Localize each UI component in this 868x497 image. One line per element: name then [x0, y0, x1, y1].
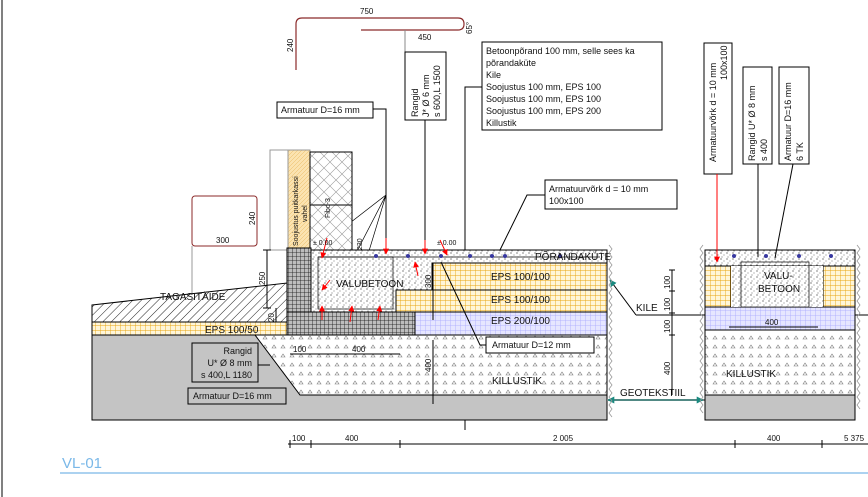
callout-line: Armatuurvõrk d = 10 mm: [708, 63, 718, 162]
dim-eps: 300: [424, 274, 433, 288]
dim-bottom: 400: [345, 434, 359, 443]
bar-inner-label: 450: [418, 33, 432, 42]
bottom-dimension-line: [288, 440, 868, 448]
gravel-label: KILLUSTIK: [492, 376, 542, 387]
eps-layer-3-label: EPS 200/100: [491, 316, 550, 327]
callout-line: Rangid: [410, 88, 420, 117]
membrane-label: KILE: [636, 303, 658, 314]
callout-armatuur-16-bottom: Armatuur D=16 mm: [187, 387, 287, 405]
geotextile-label: GEOTEKSTIIL: [620, 388, 686, 399]
bar-shape-detail: 750 240 450 65°: [286, 7, 474, 70]
rebar-dots: [374, 254, 562, 258]
dim-right: 100: [663, 275, 672, 289]
bar-shape-small: 240 300: [191, 195, 258, 247]
sheet-label: VL-01: [62, 455, 102, 472]
dim-foundation-height: 250: [258, 271, 267, 285]
dim-bottom: 5 375: [844, 434, 865, 443]
wall-insulation-label: vahel: [302, 205, 309, 222]
callout-line: 100x100: [549, 196, 584, 206]
callout-floor-layers: Betoonpõrand 100 mm, selle sees ka põran…: [464, 41, 663, 430]
callout-line: Soojustus 100 mm, EPS 200: [486, 106, 601, 116]
level-mark: ± 0.00: [437, 240, 457, 247]
callout-line: s 600,L 1500: [432, 65, 442, 117]
eps-layer-1: [431, 262, 608, 291]
dim-right: 100: [663, 297, 672, 311]
backfill-label: TAGASITÄIDE: [160, 291, 226, 303]
callout-line: J* Ø 6 mm: [421, 74, 431, 117]
bar-length-label: 750: [360, 7, 374, 16]
rebar-arrows: [319, 237, 448, 323]
callout-right-armatuur: Armatuur D=16 mm 6 TK: [774, 66, 810, 259]
wall-insulation-label: Soojustus puitkarkassi: [293, 176, 300, 246]
callout-text: Armatuur D=12 mm: [492, 340, 571, 350]
dimension-lines-right: [669, 269, 675, 395]
callout-text: Armatuur D=16 mm: [281, 105, 360, 115]
dimension-lines-left: [263, 249, 434, 404]
callout-line: Betoonpõrand 100 mm, selle sees ka: [486, 46, 635, 56]
bar-leg-label: 240: [286, 38, 295, 52]
wall-block: [309, 151, 353, 251]
dim-beam: 230: [357, 238, 364, 250]
dim-bottom: 400: [767, 434, 781, 443]
bar-angle-label: 65°: [465, 22, 474, 34]
callout-armatuurvork: Armatuurvõrk d = 10 mm 100x100: [499, 179, 678, 251]
bar-height-label: 240: [248, 211, 257, 225]
callout-line: Kile: [486, 70, 501, 80]
eps-layer-3: [414, 311, 608, 336]
break-lines: [608, 244, 861, 418]
eps-outer-label: EPS 100/50: [205, 325, 259, 336]
callout-rangid-left: Rangid U* Ø 8 mm s 400,L 1180: [191, 342, 270, 383]
callout-line: Soojustus 100 mm, EPS 100: [486, 82, 601, 92]
dim-bottom: 2 005: [553, 434, 574, 443]
eps-right-left: [704, 265, 732, 308]
wall-board: [269, 149, 289, 251]
callout-line: Rangid U* Ø 8 mm: [747, 85, 757, 161]
callout-line: Armatuur D=16 mm: [783, 82, 793, 161]
eps-layer-2-label: EPS 100/100: [491, 295, 550, 306]
callout-text: Armatuur D=16 mm: [193, 391, 272, 401]
dim-inner-100: 100: [293, 345, 307, 354]
callout-line: Killustik: [486, 118, 517, 128]
eps-layer-1-label: EPS 100/100: [491, 272, 550, 283]
callout-line: s 400: [759, 139, 769, 161]
foundation-label: VALUBETOON: [336, 279, 403, 290]
slab-right: [704, 249, 856, 267]
callout-line: 6 TK: [795, 142, 805, 161]
eps-right-right: [822, 265, 856, 308]
callout-right-armatuurvork: Armatuurvõrk d = 10 mm 100x100: [703, 42, 733, 263]
callout-line: U* Ø 8 mm: [207, 358, 252, 368]
callout-rangid-top: Rangid J* Ø 6 mm s 600,L 1500: [404, 51, 447, 250]
callout-armatuur-12: Armatuur D=12 mm: [440, 261, 595, 354]
dim-step: 20: [267, 313, 276, 322]
wall-block-label: Fibo-3: [325, 198, 332, 218]
gravel-right-label: KILLUSTIK: [726, 369, 776, 380]
callout-line: Armatuurvõrk d = 10 mm: [549, 184, 648, 194]
callout-line: Rangid: [223, 346, 252, 356]
bar-width-label: 300: [216, 236, 230, 245]
callout-line: põrandaküte: [486, 58, 536, 68]
beam-right-label: VALU-: [764, 271, 793, 282]
callout-line: Soojustus 100 mm, EPS 100: [486, 94, 601, 104]
gravel-right: [704, 329, 856, 396]
dim-right-400: 400: [765, 318, 779, 327]
callout-line: 100x100: [719, 45, 729, 80]
dim-bottom: 100: [292, 434, 306, 443]
dim-right: 400: [663, 361, 672, 375]
dim-inner-400: 400: [352, 345, 366, 354]
dim-gravel: 400: [424, 358, 433, 372]
level-mark: ± 0.00: [313, 240, 333, 247]
beam-right-label: BETOON: [758, 284, 800, 295]
dim-right: 100: [663, 319, 672, 333]
floor-heating-label: PÕRANDAKÜTE: [535, 250, 611, 263]
callout-right-rangid: Rangid U* Ø 8 mm s 400: [742, 66, 773, 257]
callout-line: s 400,L 1180: [201, 370, 252, 380]
